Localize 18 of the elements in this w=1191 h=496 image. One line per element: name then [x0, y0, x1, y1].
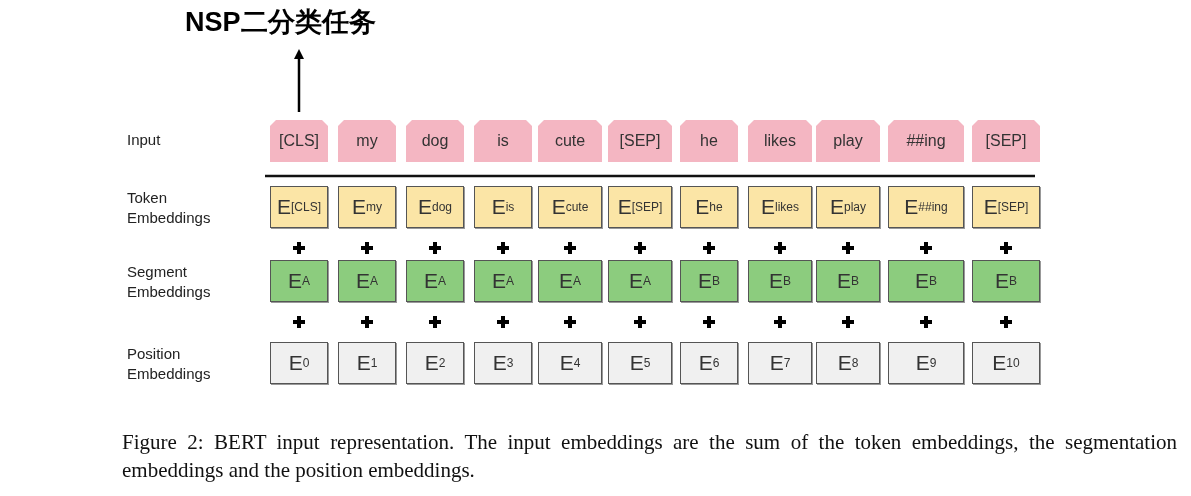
token-box: [CLS] — [270, 120, 328, 162]
token-box: cute — [538, 120, 602, 162]
row-label: Input — [127, 130, 162, 150]
token-box: is — [474, 120, 532, 162]
token-box: play — [816, 120, 880, 162]
row-label: Token Embeddings — [127, 188, 212, 228]
token-box: [SEP] — [972, 120, 1040, 162]
token-box: [SEP] — [608, 120, 672, 162]
token-box: likes — [748, 120, 812, 162]
row-label: Segment Embeddings — [127, 262, 212, 302]
row-label: Position Embeddings — [127, 344, 212, 384]
arrow — [294, 49, 304, 112]
figure-caption: Figure 2: BERT input representation. The input embeddings are the sum of the token embeddings, the segmentation embeddings and the position embeddings. — [122, 429, 1177, 484]
token-box: dog — [406, 120, 464, 162]
token-box: he — [680, 120, 738, 162]
token-box: my — [338, 120, 396, 162]
token-box: ##ing — [888, 120, 964, 162]
task-title: NSP二分类任务 — [185, 4, 376, 40]
